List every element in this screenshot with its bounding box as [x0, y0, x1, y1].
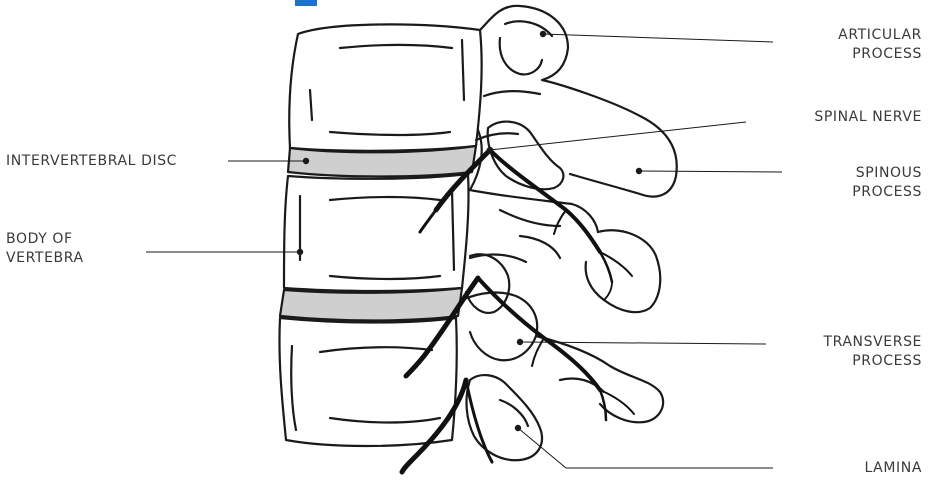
label-transverse-process: TRANSVERSE PROCESS [740, 333, 922, 371]
title-accent [295, 0, 317, 6]
middle-vertebral-body [284, 174, 469, 291]
label-spinal-nerve: SPINAL NERVE [740, 108, 922, 127]
lower-intervertebral-disc [280, 288, 462, 321]
lower-vertebral-body [279, 318, 456, 446]
label-articular-process: ARTICULAR PROCESS [740, 26, 922, 64]
middle-spinous-process [586, 230, 661, 312]
leader-dots [297, 31, 642, 431]
upper-vertebral-body [289, 24, 481, 150]
label-spinous-process: SPINOUS PROCESS [740, 164, 922, 202]
lamina [467, 375, 542, 460]
label-lamina: LAMINA [740, 459, 922, 478]
label-body-of-vertebra: BODY OF VERTEBRA [6, 230, 84, 268]
label-intervertebral-disc: INTERVERTEBRAL DISC [6, 152, 177, 171]
